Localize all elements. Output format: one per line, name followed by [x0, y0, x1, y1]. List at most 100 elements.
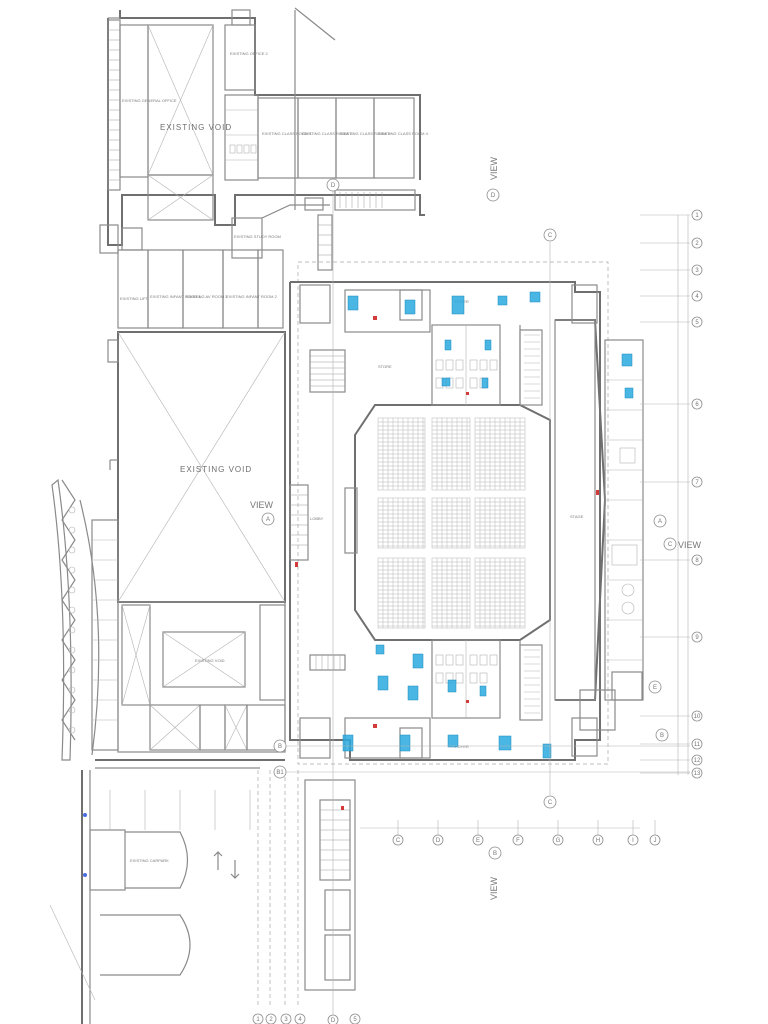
- grid-label-bottom: F: [516, 838, 520, 844]
- view-d-bubble: [486, 188, 500, 202]
- view-c-label: VIEW: [678, 540, 702, 550]
- grid-label-right: 2: [695, 241, 699, 247]
- curved-facade: [51, 478, 119, 761]
- south-extension: [257, 770, 356, 1005]
- room-label-infant-1: EXISTING INFANT ROOM 1: [150, 294, 202, 299]
- view-c: VIEW C: [663, 537, 702, 551]
- view-a-left-grid: A: [266, 517, 270, 523]
- view-b-label: VIEW: [489, 876, 499, 900]
- grid-label-bottom: I: [632, 838, 634, 844]
- room-label-infant-2: EXISTING INFANT ROOM 2: [226, 294, 278, 299]
- highlight-zones: [342, 291, 634, 759]
- grid-bubble-bottom: [592, 834, 604, 846]
- grid-b-right: B: [660, 733, 664, 739]
- room-label-lobby: LOBBY: [310, 516, 324, 521]
- view-c-grid: C: [668, 542, 673, 548]
- grid-bubble-left-bottom: [265, 1013, 277, 1024]
- grid-label-bottom: H: [596, 838, 600, 844]
- grid-label-bottom: J: [654, 838, 657, 844]
- grid-bubble-right: [691, 209, 703, 221]
- room-label-void-main: EXISTING VOID: [180, 465, 252, 474]
- grid-bubble-right: [691, 316, 703, 328]
- grid-bubble-bottom: [649, 834, 661, 846]
- room-label-store: STORE: [378, 364, 392, 369]
- view-b: VIEW: [489, 876, 499, 900]
- grid-label-left-bottom: 4: [298, 1017, 302, 1023]
- grid-label-bottom: E: [476, 838, 480, 844]
- room-label-carpark: EXISTING CARPARK: [130, 858, 169, 863]
- grid-bubble-right: [691, 264, 703, 276]
- grid-bubble-left-bottom: [280, 1013, 292, 1024]
- grid-label-bottom: C: [396, 838, 401, 844]
- grid-bubble-bottom: [512, 834, 524, 846]
- grid-bubble-bottom: [552, 834, 564, 846]
- existing-building-north: EXISTING GENERAL OFFICE EXISTING VOID EX…: [99, 7, 429, 329]
- room-label-void-small: EXISTING VOID: [195, 658, 225, 663]
- view-b-bubble: [488, 846, 502, 860]
- view-b-grid: B: [493, 851, 497, 857]
- room-label-classroom-2: EXISTING CLASS ROOM 2: [302, 131, 353, 136]
- grid-label-right: 1: [695, 213, 699, 219]
- grid-bubble-right: [691, 767, 703, 779]
- room-label-lift-lobby: EXISTING LIFT: [120, 296, 149, 301]
- room-label-foyer-2: FOYER: [455, 744, 469, 749]
- existing-building-south: EXISTING VOID: [95, 601, 286, 769]
- room-label-general-office: EXISTING GENERAL OFFICE: [122, 98, 177, 103]
- grid-bubble-bottom: [432, 834, 444, 846]
- grid-label-right: 9: [695, 635, 699, 641]
- grid-label-left-bottom: 2: [269, 1017, 273, 1023]
- grid-bubble-bottom: [627, 834, 639, 846]
- grid-label-right: 4: [695, 294, 699, 300]
- grid-label-right: 8: [695, 558, 699, 564]
- grid-label-right: 6: [695, 402, 699, 408]
- grid-label-left-bottom: 5: [353, 1017, 357, 1023]
- grid-label-right: 12: [694, 758, 701, 764]
- view-d-label: VIEW: [489, 156, 499, 180]
- grid-e-right: E: [653, 685, 657, 691]
- grid-bubble-right: [691, 398, 703, 410]
- grid-d-bottom: D: [331, 1018, 336, 1024]
- auditorium: STAGE: [289, 261, 644, 765]
- room-label-classroom-1: EXISTING CLASS ROOM 1: [262, 131, 313, 136]
- view-d-grid: D: [491, 193, 496, 199]
- view-a-right-grid: A: [658, 519, 662, 525]
- view-a-right: A: [653, 514, 667, 528]
- grid-label-right: 3: [695, 268, 699, 274]
- grid-bubble-bottom: [472, 834, 484, 846]
- grid-label-right: 10: [694, 714, 701, 720]
- room-label-av-2: EXISTING AV ROOM 2: [186, 294, 228, 299]
- room-label-void-top: EXISTING VOID: [160, 123, 232, 132]
- room-label-office-2: EXISTING OFFICE 2: [230, 51, 269, 56]
- grid-label-right: 11: [694, 742, 701, 748]
- view-a-left: VIEW A: [250, 500, 275, 526]
- grid-bubble-left-bottom: [349, 1013, 361, 1024]
- existing-void-main: EXISTING VOID: [107, 331, 286, 603]
- grid-bubble-left-bottom: [294, 1013, 306, 1024]
- grid-b1-left: B1: [276, 770, 284, 776]
- grid-bubble-left-bottom: [252, 1013, 264, 1024]
- grid-bubble-bottom: [392, 834, 404, 846]
- grid-c-bottom: C: [548, 800, 553, 806]
- grid-d-top: D: [331, 183, 336, 189]
- view-a-left-label: VIEW: [250, 500, 274, 510]
- red-markers: [295, 316, 599, 810]
- grid-label-right: 7: [695, 480, 699, 486]
- room-label-classroom-4: EXISTING CLASS ROOM 4: [378, 131, 429, 136]
- grid-label-right: 5: [695, 320, 699, 326]
- room-label-classroom-3: EXISTING CLASS ROOM 3: [340, 131, 391, 136]
- room-label-study: EXISTING STUDY ROOM: [234, 234, 281, 239]
- view-d: VIEW: [489, 156, 499, 180]
- grid-bubble-right: [691, 631, 703, 643]
- seating-block: [377, 417, 526, 629]
- grid-bubble-right: [691, 754, 703, 766]
- grid-bubble-right: [691, 554, 703, 566]
- grid-bubble-right: [691, 237, 703, 249]
- grid-label-right: 13: [694, 771, 701, 777]
- room-label-stage: STAGE: [570, 514, 584, 519]
- grid-label-left-bottom: 3: [284, 1017, 288, 1023]
- grid-bubble-right: [691, 476, 703, 488]
